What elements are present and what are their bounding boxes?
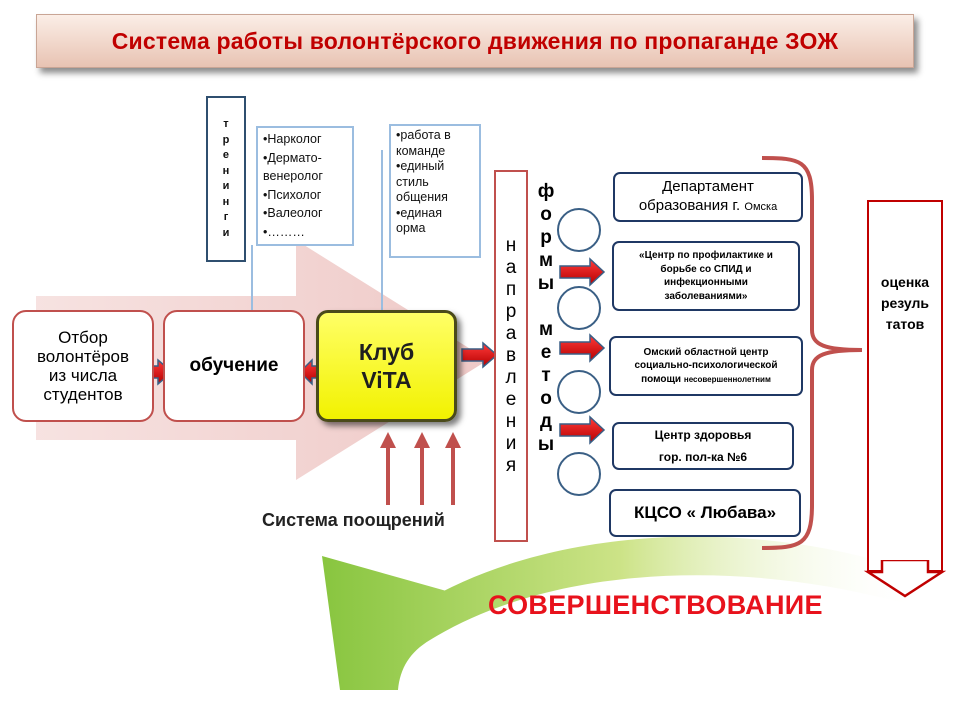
- reward-arrows: [386, 440, 455, 505]
- evaluation-down-arrow-shape: [863, 560, 947, 598]
- specialist-item: Нарколог: [263, 130, 347, 149]
- specialist-item: Валеолог: [263, 204, 347, 223]
- reward-arrow-heads: [380, 432, 461, 448]
- org-arrows: [559, 257, 606, 445]
- organizations-brace: [761, 156, 863, 550]
- club-principles-list: работа в команде единый стиль общения ед…: [396, 128, 474, 237]
- arrow-to-health: [559, 415, 606, 445]
- stage-training-text: обучение: [189, 355, 279, 376]
- improvement-label: СОВЕРШЕНСТВОВАНИЕ: [488, 590, 823, 620]
- page-title: Система работы волонтёрского движения по…: [111, 27, 839, 54]
- org-omsk-center-box: Омский областной центр социально-психоло…: [609, 336, 803, 396]
- org-omsk-center-text: Омский областной центр социально-психоло…: [634, 346, 778, 385]
- stage-selection-text: Отбор волонтёров из числа студентов: [36, 328, 130, 404]
- specialists-list: Нарколог Дермато-венеролог Психолог Вале…: [263, 130, 347, 241]
- specialist-item: Дермато-венеролог: [263, 149, 347, 186]
- arrow-club-directions: [461, 341, 499, 369]
- principle-item: единый стиль общения: [396, 159, 474, 206]
- title-bar: Система работы волонтёрского движения по…: [36, 14, 914, 68]
- specialists-box: Нарколог Дермато-венеролог Психолог Вале…: [256, 126, 354, 246]
- org-department-text: Департамент образования г. Омска: [638, 178, 778, 214]
- org-kcso-text: КЦСО « Любава»: [633, 503, 777, 522]
- org-department-box: Департамент образования г. Омска: [613, 172, 803, 222]
- stage-training-box: обучение: [163, 310, 305, 422]
- arrow-to-aids: [559, 257, 606, 287]
- evaluation-text: оценка резуль татов: [880, 274, 930, 332]
- org-health-center-box: Центр здоровья гор. пол-ка №6: [612, 422, 794, 470]
- stage-selection-box: Отбор волонтёров из числа студентов: [12, 310, 154, 422]
- improvement-curved-arrow: [322, 536, 920, 690]
- principle-item: единая орма: [396, 206, 474, 237]
- principle-item: работа в команде: [396, 128, 474, 159]
- arrow-to-omsk: [559, 333, 606, 363]
- method-circle: [557, 286, 601, 330]
- org-aids-center-text: «Центр по профилактике и борьбе со СПИД …: [639, 250, 773, 302]
- evaluation-box: оценка резуль татов: [867, 200, 943, 572]
- specialist-item: Психолог: [263, 186, 347, 205]
- specialist-item: ………: [263, 223, 347, 242]
- method-circle: [557, 208, 601, 252]
- method-circle: [557, 452, 601, 496]
- org-kcso-box: КЦСО « Любава»: [609, 489, 801, 537]
- method-circle: [557, 370, 601, 414]
- club-principles-box: работа в команде единый стиль общения ед…: [389, 124, 481, 258]
- org-aids-center-box: «Центр по профилактике и борьбе со СПИД …: [612, 241, 800, 311]
- org-health-center-text: Центр здоровья гор. пол-ка №6: [654, 428, 752, 464]
- rewards-label: Система поощрений: [262, 510, 445, 530]
